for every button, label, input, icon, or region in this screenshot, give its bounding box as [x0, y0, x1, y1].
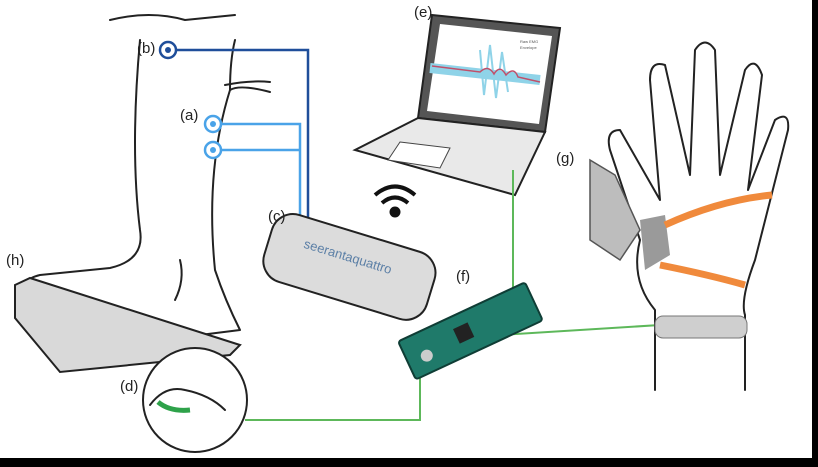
label-a: (a)	[180, 107, 199, 124]
hand-illustration	[589, 41, 790, 391]
legend-raw: Raw EMG	[520, 39, 538, 44]
electrode-a2	[203, 140, 223, 160]
electrode-b	[158, 40, 178, 60]
legend-envelope: Envelope	[520, 45, 537, 50]
leg-illustration	[25, 14, 271, 336]
label-e: (e)	[414, 4, 433, 21]
foot-detail	[142, 347, 248, 453]
laptop: Raw EMG Envelope	[352, 13, 562, 197]
label-h: (h)	[6, 252, 25, 269]
label-g: (g)	[556, 150, 575, 167]
microcontroller-board	[398, 282, 543, 380]
label-b: (b)	[137, 40, 156, 57]
label-c: (c)	[268, 208, 286, 225]
diagram-canvas: seerantaquattro Raw EMG Envelope	[14, 13, 790, 453]
emg-setup-diagram: seerantaquattro Raw EMG Envelope (a)	[0, 0, 812, 458]
label-d: (d)	[120, 378, 139, 395]
electrode-a1	[203, 114, 223, 134]
label-f: (f)	[456, 268, 471, 285]
wifi-icon	[373, 184, 417, 218]
amplifier-device: seerantaquattro	[262, 213, 437, 321]
